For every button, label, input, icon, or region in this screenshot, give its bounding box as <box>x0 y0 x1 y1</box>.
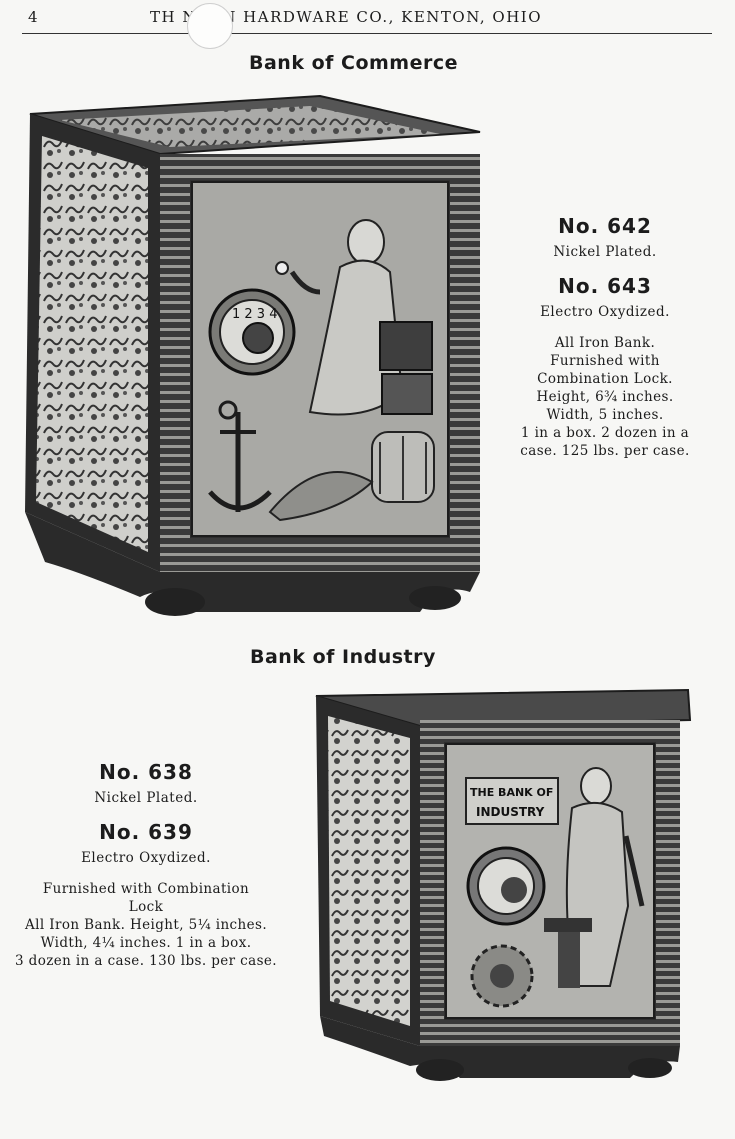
door-label-line-2: INDUSTRY <box>476 805 545 819</box>
page-number: 4 <box>28 8 38 26</box>
industry-description: No. 638 Nickel Plated. No. 639 Electro O… <box>0 760 292 970</box>
model-number-638: No. 638 <box>99 760 193 784</box>
punch-hole <box>187 3 233 49</box>
header-rule <box>22 33 712 34</box>
door-label-line-1: THE BANK OF <box>470 786 553 799</box>
model-number-639: No. 639 <box>99 820 193 844</box>
finish-638: Nickel Plated. <box>94 790 198 806</box>
commerce-description: No. 642 Nickel Plated. No. 643 Electro O… <box>505 214 705 460</box>
dial-numbers: 1 2 3 4 <box>232 307 277 322</box>
model-number-643: No. 643 <box>558 274 652 298</box>
bank-of-industry-illustration: THE BANK OF INDUSTRY <box>310 686 695 1086</box>
running-head: TH NTON HARDWARE CO., KENTON, OHIO <box>150 8 543 26</box>
bank-of-commerce-illustration: 1 2 3 4 <box>20 92 490 622</box>
model-number-642: No. 642 <box>558 214 652 238</box>
commerce-specs: All Iron Bank. Furnished with Combinatio… <box>520 335 690 459</box>
industry-specs: Furnished with Combination Lock All Iron… <box>14 881 277 969</box>
finish-642: Nickel Plated. <box>553 244 657 260</box>
finish-639: Electro Oxydized. <box>81 850 211 866</box>
product-title-industry: Bank of Industry <box>250 646 436 668</box>
finish-643: Electro Oxydized. <box>540 304 670 320</box>
product-title-commerce: Bank of Commerce <box>249 52 459 74</box>
